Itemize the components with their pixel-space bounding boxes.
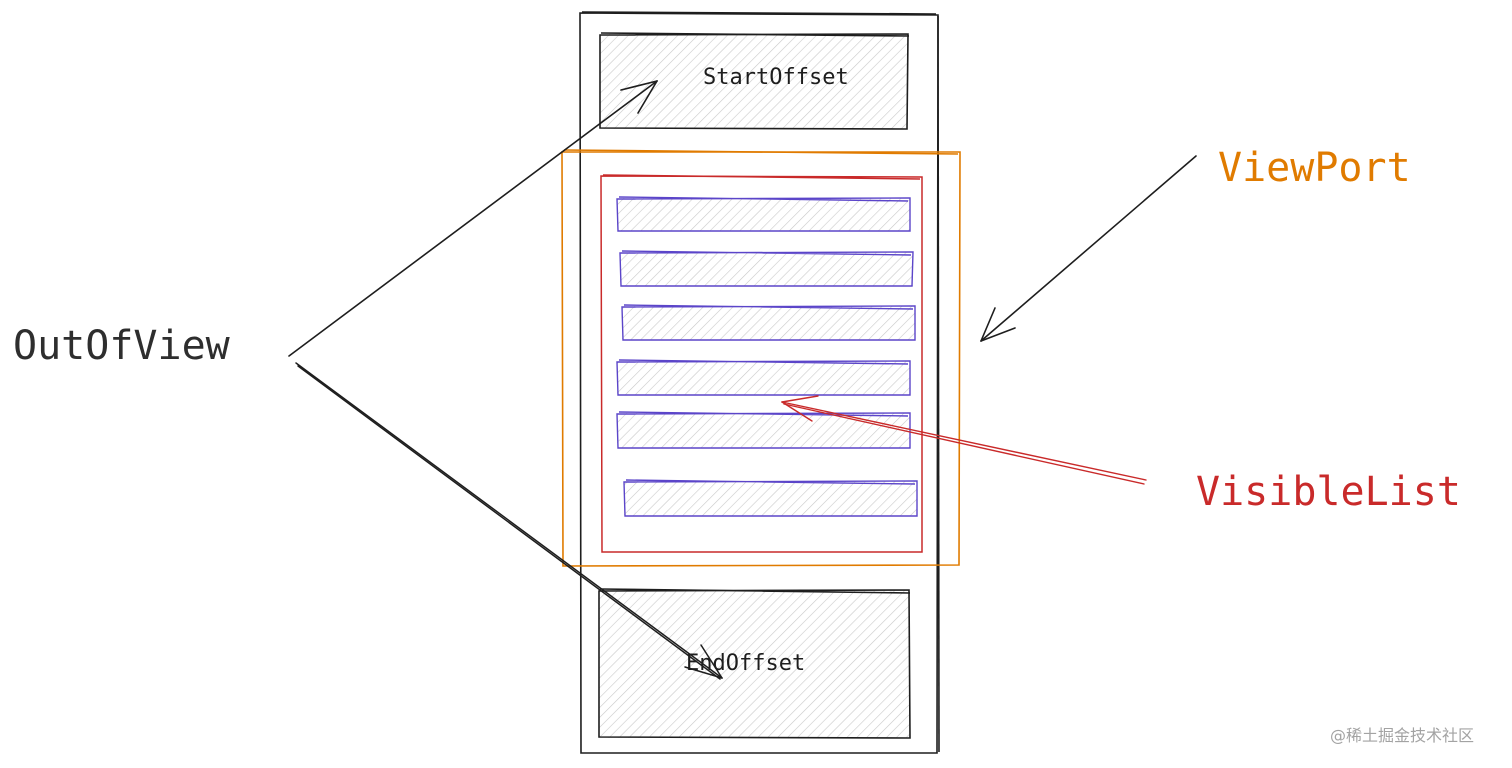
list-item xyxy=(616,196,911,232)
list-item xyxy=(616,411,911,449)
start-offset-label: StartOffset xyxy=(703,65,849,90)
start-offset-block xyxy=(599,32,910,130)
list-container xyxy=(579,11,940,754)
watermark: @稀土掘金技术社区 xyxy=(1330,726,1475,745)
list-item xyxy=(616,359,911,396)
viewport-frame xyxy=(561,149,961,567)
list-item xyxy=(621,304,916,341)
end-offset-label: EndOffset xyxy=(686,651,806,676)
visible-list-items xyxy=(616,196,918,517)
out-of-view-label: OutOfView xyxy=(13,323,230,369)
list-item xyxy=(619,250,914,287)
arrow-icon xyxy=(980,155,1197,342)
viewport-label: ViewPort xyxy=(1218,145,1411,191)
arrow-icon xyxy=(295,362,723,680)
arrow-icon xyxy=(781,395,1147,485)
visible-list-frame xyxy=(600,174,923,553)
visible-list-label: VisibleList xyxy=(1196,469,1461,515)
list-item xyxy=(623,479,918,517)
end-offset-block xyxy=(598,588,911,739)
arrow-icon xyxy=(288,80,658,357)
